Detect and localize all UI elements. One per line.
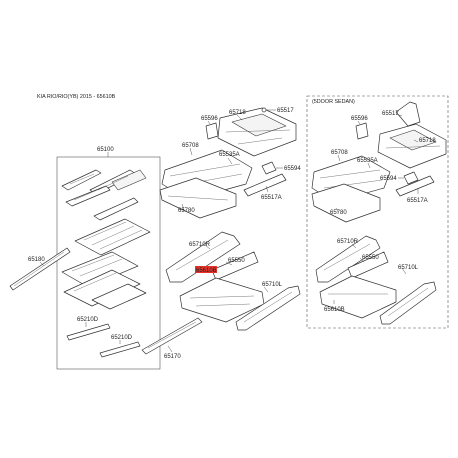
label-65708-a: 65708 (182, 143, 199, 149)
header-text: KIA RIO/RIO(YB) 2015 - 65610B (37, 94, 116, 100)
label-65710L-b: 65710L (398, 265, 419, 271)
label-65210D-upper: 65210D (77, 317, 99, 323)
part-65610B-member-b (319, 275, 397, 319)
label-65710R-b: 65710R (337, 239, 359, 245)
label-65517-a: 65517 (277, 108, 294, 114)
label-65170: 65170 (164, 354, 181, 360)
part-65594-bracket-a (261, 161, 277, 175)
label-65710R-a: 65710R (189, 242, 211, 248)
label-65610B-b: 65610B (324, 307, 345, 313)
part-65517A-bracket-b (395, 175, 435, 197)
label-65594-a: 65594 (284, 166, 301, 172)
front-floor-panel (74, 218, 151, 256)
label-65535A-b: 65535A (357, 158, 378, 164)
part-65594-bracket-b (403, 171, 419, 185)
label-65180: 65180 (28, 257, 45, 263)
label-65718-b: 65718 (419, 138, 436, 144)
part-65710R-member-b (315, 235, 381, 283)
label-65780-b: 65780 (330, 210, 347, 216)
part-65780-member-b (311, 183, 381, 223)
part-65550-member-b (347, 251, 389, 279)
part-sedan-tunnel (395, 101, 421, 127)
label-65596-a: 65596 (201, 116, 218, 122)
part-65710L-member-b (379, 281, 437, 325)
label-65594-b: 65594 (380, 176, 397, 182)
label-65100: 65100 (97, 147, 114, 153)
part-65718-rear-floor (217, 107, 297, 157)
label-65596-b: 65596 (351, 116, 368, 122)
label-65710L-a: 65710L (262, 282, 283, 288)
part-65170-rail (141, 317, 203, 355)
part-65710R-member-a (165, 231, 241, 283)
part-65596-bracket-a (205, 122, 219, 140)
part-65210D-upper (66, 323, 111, 341)
part-65517-clip-a (261, 107, 267, 113)
label-65535A-a: 65535A (219, 152, 240, 158)
label-65718-a: 65718 (229, 110, 246, 116)
label-65550-a: 65550 (228, 258, 245, 264)
highlight-65610B (195, 266, 217, 273)
part-65596-bracket-b (355, 122, 369, 140)
front-floor-lower-panels (61, 251, 147, 310)
part-65180-rail (9, 247, 71, 291)
sedan-title: (5DOOR SEDAN) (312, 99, 355, 105)
sedan-group-frame (306, 95, 449, 329)
label-65610B-a: 65610B (196, 268, 217, 274)
label-65517-b: 65517 (382, 111, 399, 117)
part-65210D-lower (99, 341, 141, 358)
label-65517A-b: 65517A (407, 198, 428, 204)
label-65550-b: 65550 (362, 255, 379, 261)
part-65710L-member-a (235, 285, 301, 331)
label-65708-b: 65708 (331, 150, 348, 156)
front-floor-group-frame (56, 156, 161, 370)
part-65780-member-a (159, 177, 237, 219)
label-65517A-a: 65517A (261, 195, 282, 201)
part-65517A-bracket-a (243, 173, 287, 197)
part-65718-rear-floor-b (377, 123, 447, 169)
part-65550-member-a (211, 251, 259, 281)
label-65780-a: 65780 (178, 208, 195, 214)
label-65210D-lower: 65210D (111, 335, 133, 341)
front-floor-side-members (61, 169, 147, 221)
